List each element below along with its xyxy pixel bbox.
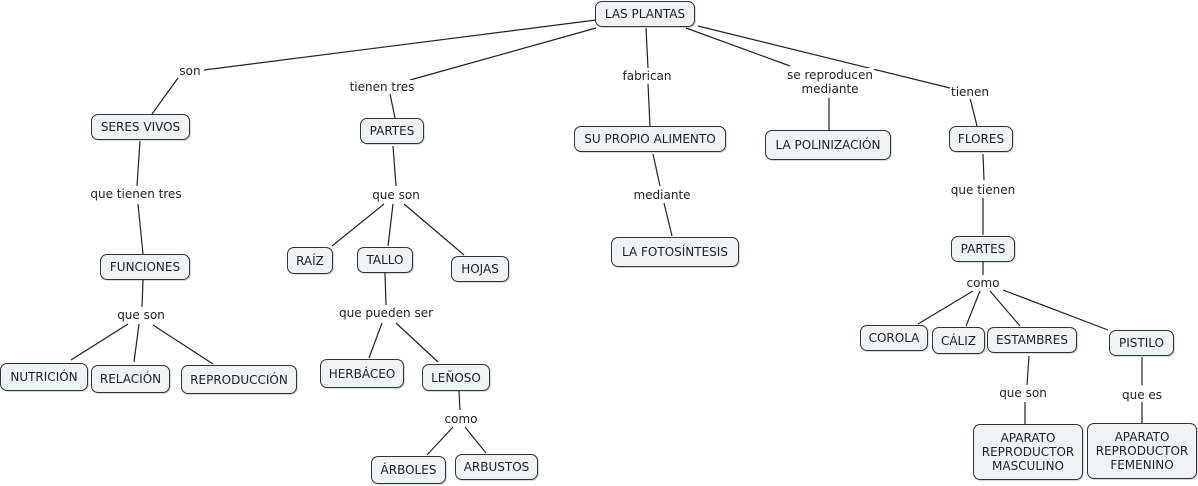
link-que-tienen-tres: que tienen tres (89, 187, 183, 201)
link-que-son-estambres: que son (998, 386, 1048, 400)
concept-la-fotosintesis[interactable]: LA FOTOSÍNTESIS (611, 237, 739, 267)
link-que-son-funciones: que son (116, 308, 166, 322)
concept-arboles[interactable]: ÁRBOLES (371, 456, 446, 484)
concept-relacion[interactable]: RELACIÓN (91, 365, 170, 393)
concept-su-propio-alimento[interactable]: SU PROPIO ALIMENTO (574, 126, 726, 152)
concept-lenoso[interactable]: LEÑOSO (422, 364, 490, 391)
concept-partes-plantas[interactable]: PARTES (360, 118, 424, 144)
link-tienen-tres: tienen tres (348, 80, 416, 94)
concept-las-plantas[interactable]: LAS PLANTAS (595, 1, 695, 27)
concept-aparato-reproductor-femenino[interactable]: APARATO REPRODUCTOR FEMENINO (1087, 423, 1197, 479)
concept-raiz[interactable]: RAÍZ (287, 247, 333, 274)
link-se-reproducen-mediante: se reproducen mediante (786, 68, 874, 96)
link-como-partes: como (965, 276, 1001, 290)
concept-arbustos[interactable]: ARBUSTOS (455, 454, 538, 480)
link-son: son (178, 64, 202, 78)
link-tienen: tienen (949, 85, 991, 99)
concept-flores[interactable]: FLORES (949, 126, 1013, 152)
concept-caliz[interactable]: CÁLIZ (932, 327, 985, 354)
concept-reproduccion[interactable]: REPRODUCCIÓN (181, 365, 297, 394)
link-fabrican: fabrican (621, 69, 673, 83)
concept-la-polinizacion[interactable]: LA POLINIZACIÓN (765, 130, 891, 160)
concept-herbaceo[interactable]: HERBÁCEO (320, 359, 404, 388)
concept-aparato-reproductor-masculino[interactable]: APARATO REPRODUCTOR MASCULINO (973, 424, 1083, 480)
concept-tallo[interactable]: TALLO (357, 247, 413, 273)
concept-estambres[interactable]: ESTAMBRES (987, 327, 1077, 353)
link-como-lenoso: como (443, 412, 479, 426)
concept-nutricion[interactable]: NUTRICIÓN (0, 363, 88, 391)
concept-partes-flores[interactable]: PARTES (951, 236, 1015, 262)
concept-pistilo[interactable]: PISTILO (1109, 330, 1174, 356)
link-que-son-partes: que son (371, 188, 421, 202)
link-que-tienen: que tienen (949, 183, 1017, 197)
link-que-es: que es (1120, 388, 1164, 402)
concept-funciones[interactable]: FUNCIONES (100, 254, 190, 280)
link-que-pueden-ser: que pueden ser (337, 306, 435, 320)
concept-seres-vivos[interactable]: SERES VIVOS (91, 114, 190, 140)
concept-corola[interactable]: COROLA (860, 325, 928, 351)
link-mediante: mediante (632, 188, 692, 202)
concept-hojas[interactable]: HOJAS (451, 256, 509, 282)
